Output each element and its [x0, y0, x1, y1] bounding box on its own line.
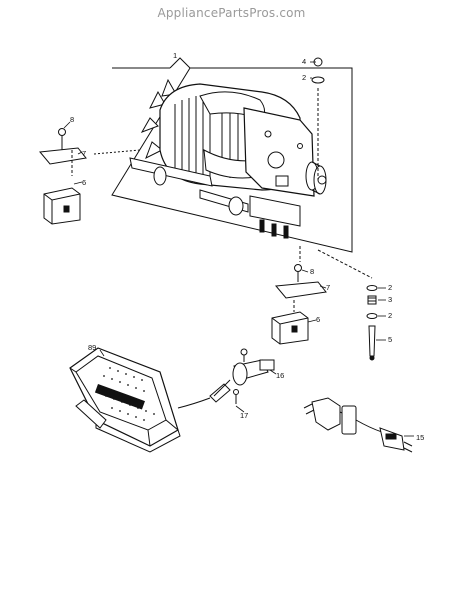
callout-2-right-top: 2	[388, 283, 392, 292]
callout-8-left: 8	[70, 115, 74, 124]
left-bracket-switch	[39, 128, 141, 225]
callout-89: 89	[88, 343, 96, 352]
motor-body	[129, 78, 327, 239]
callout-7-middle: 7	[326, 283, 330, 292]
callout-3: 3	[388, 295, 392, 304]
callout-8-middle: 8	[310, 267, 314, 276]
brush-parts-stack	[317, 249, 378, 361]
callout-5: 5	[388, 335, 392, 344]
foot-controller: ELECTRONIC	[69, 347, 231, 453]
power-cord	[303, 397, 413, 453]
motor-assembly-frame	[111, 57, 353, 253]
callout-7-left: 7	[82, 149, 86, 158]
middle-bracket-switch	[271, 246, 327, 345]
callout-4: 4	[302, 57, 306, 66]
callout-1: 1	[173, 51, 177, 60]
callout-labels: 1 4 2 8 7 6 8 7 6 2 3 2 5 89 16 17 15	[70, 51, 424, 442]
callout-6-left: 6	[82, 178, 86, 187]
leader-lines	[63, 61, 414, 437]
callout-17: 17	[240, 411, 248, 420]
watermark-text: AppliancePartsPros.com	[157, 6, 306, 20]
controller-plug	[213, 348, 275, 404]
top-right-hardware	[311, 57, 325, 180]
callout-2-right-bottom: 2	[388, 311, 392, 320]
callout-2-top: 2	[302, 73, 306, 82]
callout-6-middle: 6	[316, 315, 320, 324]
callout-16: 16	[276, 371, 284, 380]
callout-15: 15	[416, 433, 424, 442]
